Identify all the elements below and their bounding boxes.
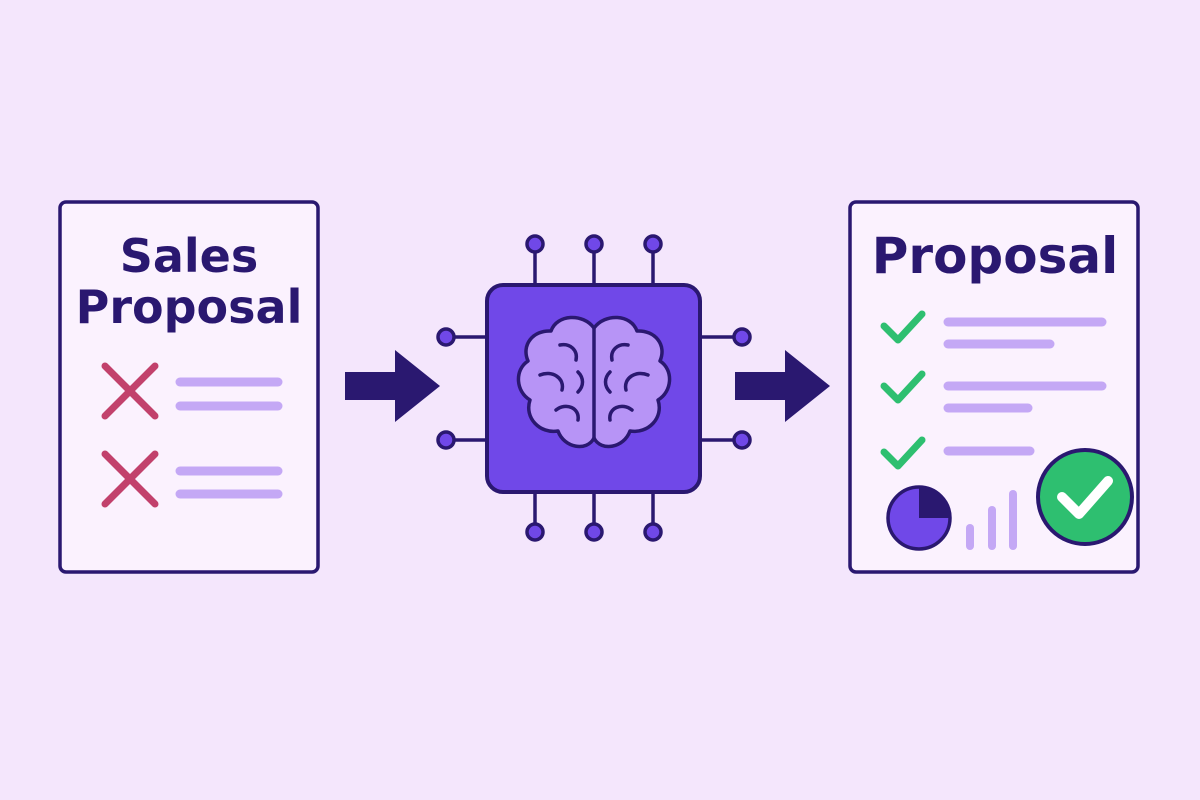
text-placeholder-line <box>175 466 283 499</box>
arrow-right-icon <box>735 350 830 422</box>
text-placeholder-line <box>943 381 1107 413</box>
check-icon <box>880 436 926 470</box>
output-document-title: Proposal <box>872 227 1118 285</box>
output-document: Proposal <box>848 200 1140 574</box>
text-placeholder-line <box>943 317 1107 349</box>
cross-icon <box>101 450 159 508</box>
input-document-title-line-1: Sales <box>120 229 259 283</box>
arrow-right-icon <box>345 350 440 422</box>
text-placeholder-line <box>175 377 283 411</box>
cross-icon <box>101 362 159 420</box>
input-document-page <box>58 200 320 574</box>
input-document-title-line-2: Proposal <box>76 280 303 334</box>
ai-chip <box>436 234 752 542</box>
bar-chart-icon <box>966 490 1017 550</box>
chip-pins <box>436 234 752 542</box>
check-icon <box>880 310 926 344</box>
check-icon <box>880 370 926 404</box>
brain-icon <box>516 315 672 449</box>
check-circle-icon <box>1036 448 1134 546</box>
pie-chart-icon <box>886 485 952 551</box>
input-document: Sales Proposal <box>58 200 320 574</box>
